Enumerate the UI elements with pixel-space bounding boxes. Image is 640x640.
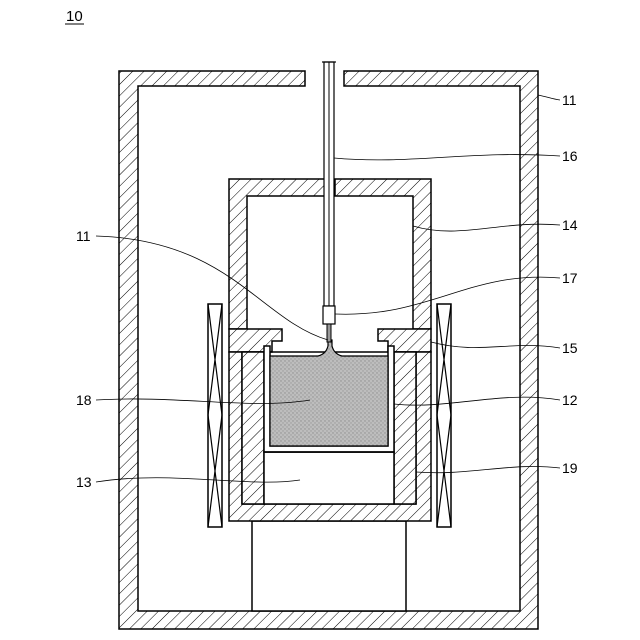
connector — [323, 306, 335, 342]
label-crucible: 12 — [562, 392, 578, 408]
figure-number: 10 — [66, 8, 83, 25]
label-outer-chamber: 11 — [562, 92, 577, 108]
label-pedestal: 13 — [76, 474, 92, 490]
heater-right — [437, 304, 451, 527]
label-lid-ring: 15 — [562, 340, 578, 356]
pedestal — [264, 452, 394, 504]
label-pull-shaft: 16 — [562, 148, 578, 164]
pull-shaft — [322, 62, 336, 306]
leader-11-outer — [538, 95, 560, 100]
label-seed-holder: 11 — [76, 228, 91, 244]
label-connector: 17 — [562, 270, 578, 286]
label-inner-wall: 19 — [562, 460, 578, 476]
heater-left — [208, 304, 222, 527]
label-upper-chamber: 14 — [562, 217, 578, 233]
label-melt: 18 — [76, 392, 92, 408]
support-column — [252, 521, 406, 611]
melt — [270, 340, 388, 446]
